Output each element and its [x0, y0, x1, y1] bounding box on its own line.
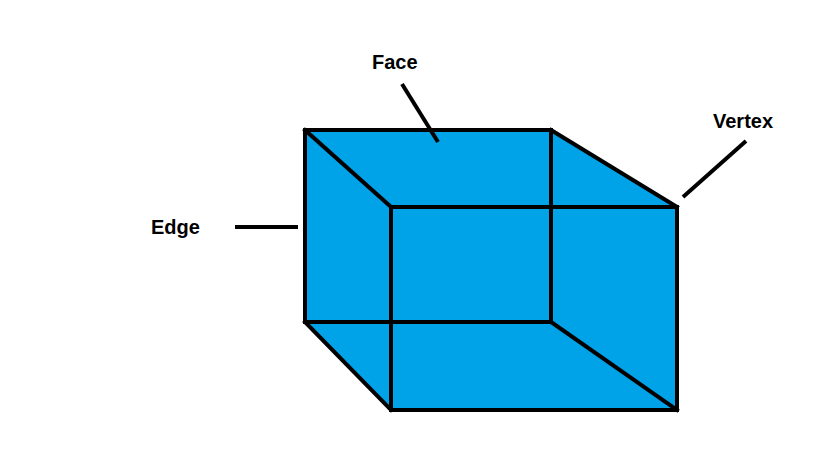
- cube-edge: [305, 322, 391, 410]
- part-label: Edge: [151, 217, 200, 237]
- leader-line: [235, 225, 298, 229]
- cube-edge: [551, 322, 677, 410]
- cube-edges: [305, 130, 677, 410]
- front-face: [391, 207, 677, 410]
- part-label: Face: [372, 52, 418, 72]
- leader-line: [683, 141, 746, 197]
- cube-edge: [551, 130, 677, 207]
- leader-line: [402, 84, 438, 142]
- part-label: Vertex: [713, 111, 773, 131]
- cube-edge: [305, 130, 391, 207]
- leader-lines: [235, 84, 746, 227]
- back-face: [305, 130, 551, 322]
- cube-fill: [305, 130, 677, 410]
